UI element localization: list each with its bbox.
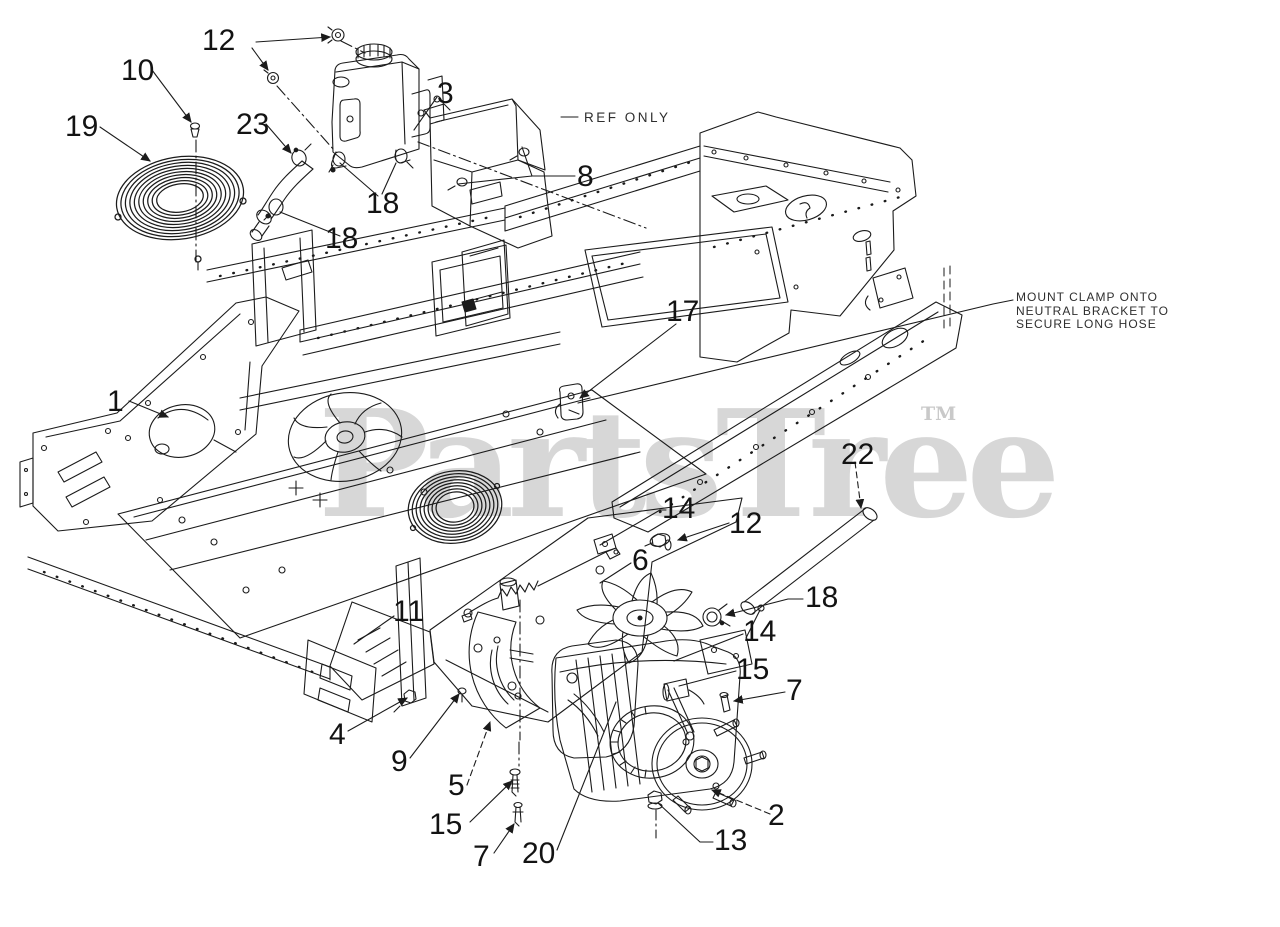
mount-clamp-note-line-2: NEUTRAL BRACKET TO — [1016, 303, 1169, 318]
callout-14-lower: 14 — [743, 615, 777, 648]
frame-mid-rails-drawing — [206, 207, 644, 411]
trademark-symbol: TM — [921, 403, 957, 425]
callout-18-hose: 18 — [325, 222, 359, 255]
long-tube-drawing — [702, 507, 878, 627]
neutral-cable-drawing — [461, 547, 621, 623]
callout-17: 17 — [666, 295, 700, 328]
plate-5-drawing — [551, 639, 639, 759]
callout-2: 2 — [768, 799, 785, 832]
callout-7-left: 7 — [473, 840, 490, 873]
fan-guard-center-drawing — [407, 470, 503, 544]
mount-bracket-8-drawing — [423, 98, 553, 249]
callout-15-left: 15 — [429, 808, 463, 841]
callout-leader-lines — [99, 33, 1014, 854]
mount-clamp-note-line-3: SECURE LONG HOSE — [1016, 317, 1157, 331]
transaxle-drawing — [554, 572, 765, 802]
callout-15-right: 15 — [736, 653, 770, 686]
callout-19: 19 — [65, 110, 99, 143]
callout-4: 4 — [329, 718, 346, 751]
mount-clamp-note: MOUNT CLAMP ONTO NEUTRAL BRACKET TO SECU… — [1016, 290, 1169, 332]
callout-11: 11 — [393, 595, 425, 628]
callout-12-mid: 12 — [729, 507, 763, 540]
callout-7-right: 7 — [786, 674, 803, 707]
mount-clamp-note-line-1: MOUNT CLAMP ONTO — [1016, 290, 1159, 304]
coolant-tank-drawing — [328, 43, 445, 173]
wheel-hub-drawing — [609, 705, 767, 839]
callout-6: 6 — [632, 544, 649, 577]
callout-1: 1 — [107, 385, 124, 418]
callout-18-tube: 18 — [805, 581, 839, 614]
callout-3: 3 — [437, 77, 454, 110]
callout-9: 9 — [391, 745, 408, 778]
fan-guard-19-drawing — [114, 155, 247, 271]
floor-pan-drawing — [117, 389, 707, 639]
hose-drawing — [249, 143, 314, 241]
frame-right-arm-drawing — [554, 301, 963, 533]
callout-13: 13 — [714, 824, 748, 857]
callout-22: 22 — [841, 438, 875, 471]
callout-5: 5 — [448, 769, 465, 802]
callout-18-tank: 18 — [366, 187, 400, 220]
centerlines — [195, 40, 647, 767]
callout-8: 8 — [577, 160, 594, 193]
frame-rear-deck-drawing — [504, 111, 951, 363]
callout-23: 23 — [236, 108, 270, 141]
callout-10: 10 — [121, 54, 155, 87]
ref-only-note: REF ONLY — [584, 110, 671, 125]
callout-12-top: 12 — [202, 24, 236, 57]
callout-14-upper: 14 — [662, 492, 696, 525]
arc-bracket-9-drawing — [468, 577, 541, 729]
callout-20: 20 — [522, 837, 556, 870]
fastener-glyphs — [189, 26, 672, 827]
